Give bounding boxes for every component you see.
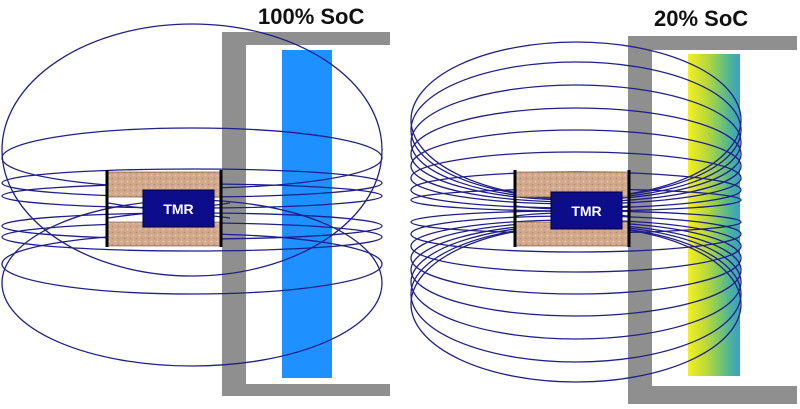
tmr-label: TMR	[571, 203, 601, 219]
tmr-label: TMR	[163, 201, 193, 217]
tmr-chip	[550, 191, 623, 230]
cell-enclosure	[628, 36, 797, 404]
soc-title-20: 20% SoC	[654, 6, 749, 31]
tmr-chip	[142, 189, 215, 228]
electrode-slab	[282, 50, 332, 378]
panel-20-soc: TMR	[410, 36, 797, 404]
tmr-sensor: TMR	[513, 170, 631, 247]
soc-title-100: 100% SoC	[258, 4, 365, 29]
tmr-sensor: TMR	[105, 170, 223, 247]
panel-100-soc: TMR	[1, 23, 390, 396]
cell-enclosure	[222, 32, 390, 396]
